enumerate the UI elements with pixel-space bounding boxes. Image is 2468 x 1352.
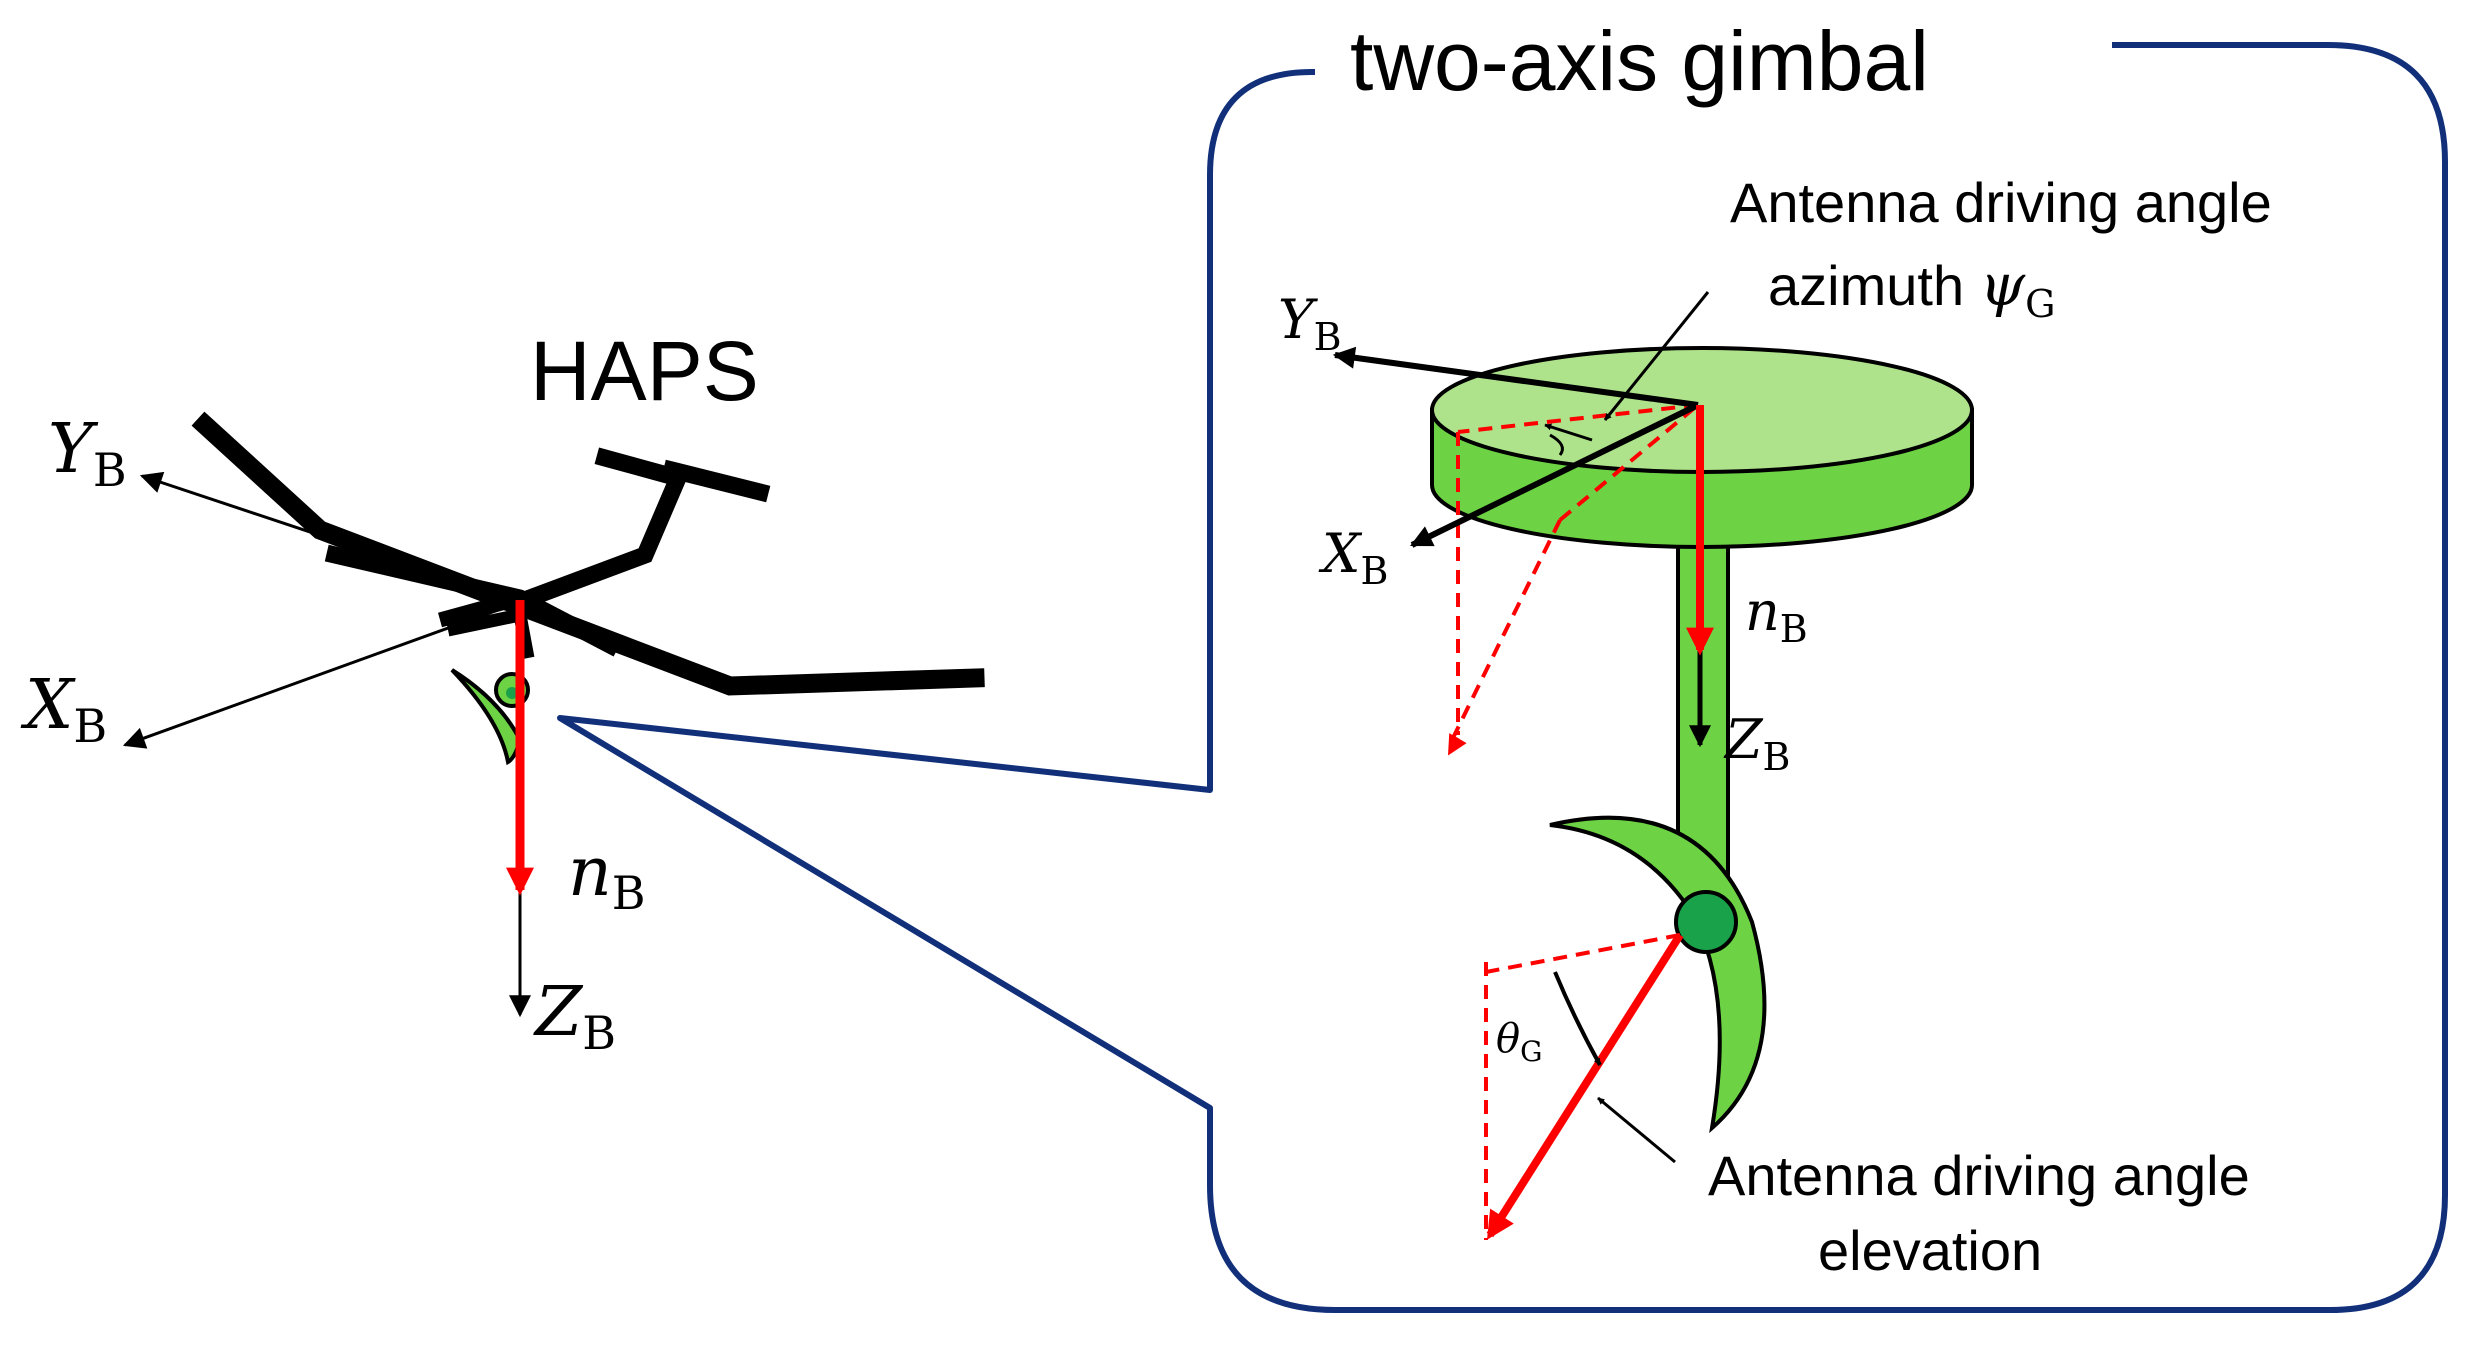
azimuth-angle-arrow	[1544, 423, 1593, 442]
haps-aircraft-icon	[191, 411, 985, 766]
antenna-pointing-vector	[1486, 932, 1684, 1240]
haps-normal-label: nB	[568, 833, 646, 920]
azimuth-angle-arc	[1549, 433, 1564, 456]
elevation-angle-arc	[1553, 971, 1602, 1066]
gimbal-z-axis-label: ZB	[1723, 708, 1790, 779]
azimuth-label-line1: Antenna driving angle	[1730, 171, 2272, 234]
haps-y-axis-label: YB	[48, 410, 127, 497]
haps-title: HAPS	[530, 324, 759, 418]
gimbal-normal-label: nB	[1745, 580, 1808, 651]
haps-y-axis-arrow	[139, 471, 521, 604]
elevation-label-line2: elevation	[1818, 1219, 2042, 1282]
elevation-label-line1: Antenna driving angle	[1708, 1144, 2250, 1207]
elevation-callout-leader	[1597, 1096, 1676, 1164]
azimuth-callout-leader	[1603, 291, 1710, 421]
gimbal-callout-frame	[557, 42, 2448, 1313]
gimbal-x-axis-label: XB	[1318, 522, 1388, 593]
azimuth-label-line2: azimuth ψG	[1768, 251, 2055, 326]
gimbal-x-axis-arrow	[1410, 402, 1700, 548]
gimbal-y-axis-arrow	[1332, 346, 1699, 408]
azimuth-construction-lines	[1450, 403, 1700, 741]
elevation-construction-lines	[1484, 933, 1681, 1240]
haps-z-axis-label: ZB	[533, 973, 616, 1060]
elevation-angle-symbol: θG	[1496, 1016, 1542, 1068]
haps-x-axis-arrow	[122, 600, 521, 749]
azimuth-projection-arrow	[1448, 733, 1467, 756]
gimbal-y-axis-label: YB	[1278, 288, 1342, 359]
gimbal-title: two-axis gimbal	[1350, 14, 1929, 108]
haps-x-axis-label: XB	[20, 666, 107, 753]
